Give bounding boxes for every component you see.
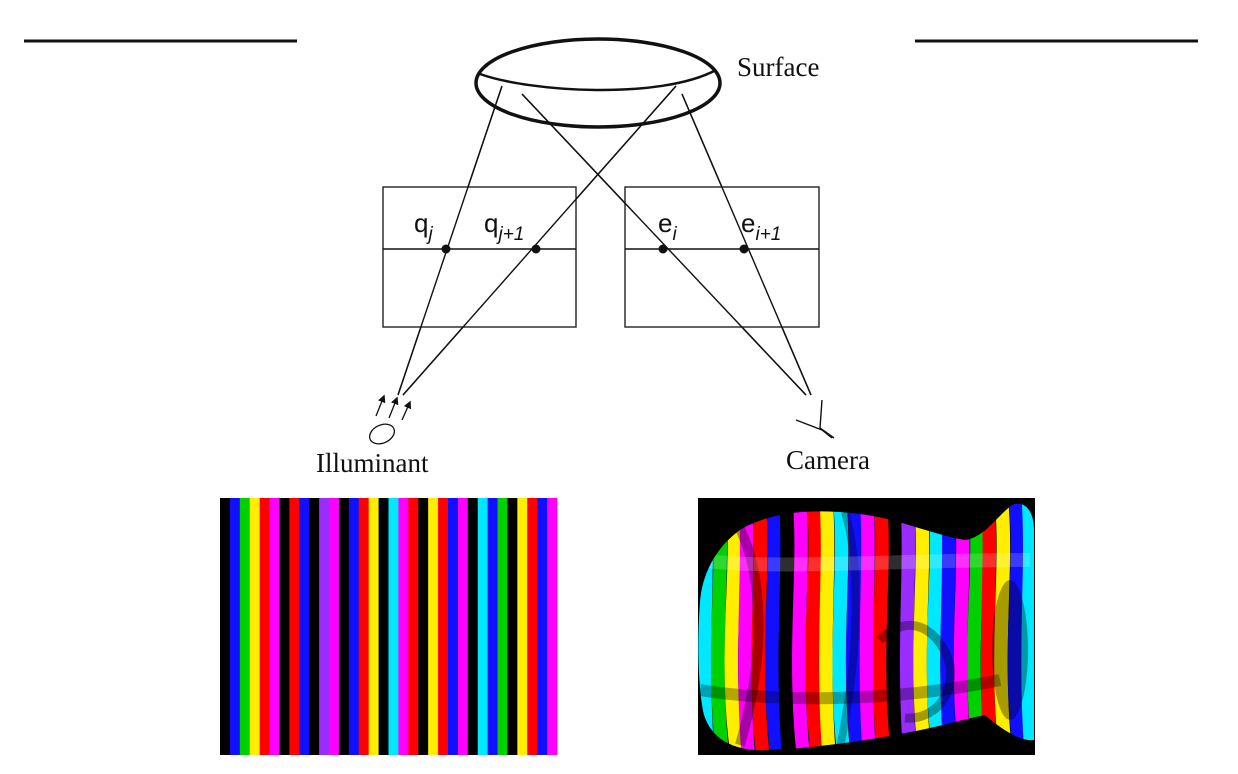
projected-stripe <box>348 498 360 755</box>
projected-stripe <box>229 498 241 755</box>
captured-stripe-image <box>698 503 1034 751</box>
projected-stripe <box>447 498 459 755</box>
projected-stripe <box>319 498 330 755</box>
projected-stripe <box>487 498 498 755</box>
projected-stripe <box>467 498 479 755</box>
captured-stripe <box>926 503 947 751</box>
captured-stripe <box>1007 503 1027 751</box>
surface-label: Surface <box>737 52 819 82</box>
label-ei1: ei+1 <box>741 208 781 245</box>
captured-stripe <box>751 503 770 751</box>
point-ei <box>658 244 668 254</box>
captured-stripe <box>899 503 917 751</box>
label-qj1: qj+1 <box>484 208 524 245</box>
captured-stripe <box>953 503 972 751</box>
projected-stripe <box>289 498 300 755</box>
captured-stripe <box>764 503 785 751</box>
captured-stripe <box>738 503 755 751</box>
projected-stripe <box>418 498 429 755</box>
projected-stripe <box>388 498 399 755</box>
projected-stripe <box>547 498 558 755</box>
projected-stripe <box>398 498 409 755</box>
projected-stripe <box>457 498 469 755</box>
camera-label: Camera <box>786 445 870 475</box>
captured-stripe <box>1021 503 1034 751</box>
point-qj <box>441 244 451 254</box>
projected-stripe <box>269 498 280 755</box>
camera-plane <box>624 186 820 328</box>
projected-stripe <box>408 498 419 755</box>
projected-stripe <box>358 498 370 755</box>
projected-stripe <box>299 498 310 755</box>
projected-stripe <box>428 498 439 755</box>
captured-stripe <box>819 503 836 751</box>
light-rays-overlay <box>397 85 812 396</box>
projected-stripe <box>338 498 350 755</box>
camera-icon <box>795 399 835 439</box>
projected-stripe <box>378 498 389 755</box>
projected-stripe <box>249 498 261 755</box>
captured-stripe <box>845 503 866 751</box>
captured-stripe <box>724 503 744 751</box>
point-ei1 <box>739 244 749 254</box>
projected-stripe <box>279 498 290 755</box>
projected-stripe <box>239 498 251 755</box>
label-qj: qj <box>414 208 433 245</box>
captured-stripe <box>711 503 730 751</box>
projected-stripe <box>220 498 231 755</box>
captured-stripe <box>967 503 987 751</box>
projected-stripe <box>507 498 518 755</box>
captured-stripe <box>872 503 891 751</box>
projected-stripe <box>517 498 528 755</box>
illuminant-icon <box>368 394 412 445</box>
projected-stripe <box>527 498 538 755</box>
projected-stripe <box>537 498 548 755</box>
captured-stripe <box>778 503 796 751</box>
captured-stripe <box>913 503 932 751</box>
captured-stripe <box>805 503 825 751</box>
label-ei: ei <box>658 208 677 245</box>
projected-stripe <box>438 498 449 755</box>
point-qj1 <box>531 244 541 254</box>
captured-stripe <box>980 503 998 751</box>
object-shading <box>698 510 1031 749</box>
projected-stripe <box>497 498 508 755</box>
captured-stripe <box>940 503 958 751</box>
captured-stripe <box>886 503 906 751</box>
captured-stripe <box>994 503 1013 751</box>
projected-stripe <box>477 498 489 755</box>
captured-stripe <box>832 503 851 751</box>
captured-stripe <box>859 503 877 751</box>
illuminant-label: Illuminant <box>316 448 429 478</box>
surface-shape <box>474 37 722 129</box>
projected-stripe <box>259 498 270 755</box>
projected-stripe <box>329 498 340 755</box>
projected-stripe <box>368 498 379 755</box>
projected-stripe <box>309 498 320 755</box>
captured-stripe <box>792 503 811 751</box>
projected-stripe-pattern <box>220 498 558 755</box>
projector-plane <box>382 186 577 328</box>
